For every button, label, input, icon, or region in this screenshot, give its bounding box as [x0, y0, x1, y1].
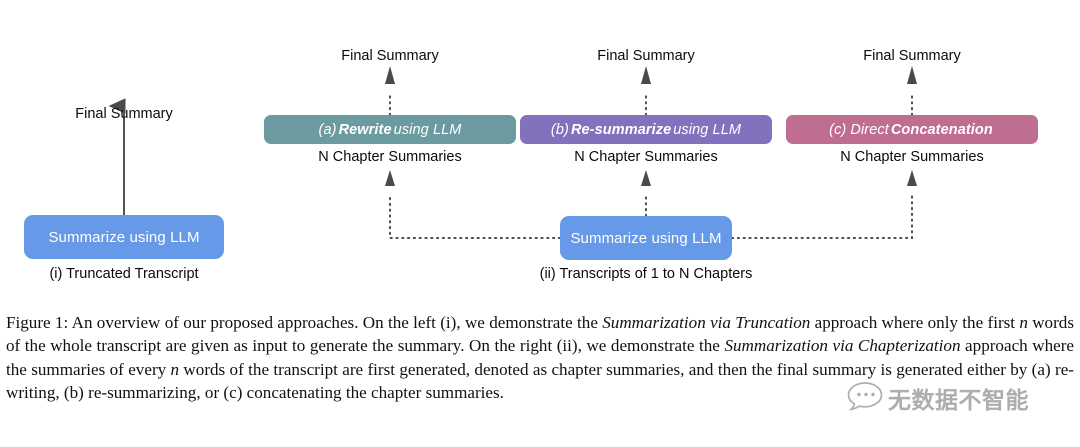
method-emphasis-b: Re-summarize [570, 121, 672, 138]
method-marker-c: (c) [829, 121, 847, 138]
dotted-risers-upper [389, 91, 913, 116]
caption-text-5: words of the transcript are first genera… [6, 359, 1074, 402]
chapter-summaries-label-a: N Chapter Summaries [318, 149, 462, 165]
caption-italic-chapterization: Summarization via Chapterization [724, 336, 961, 356]
arrowheads-upper [385, 66, 917, 84]
chapter-summaries-label-b: N Chapter Summaries [574, 149, 718, 165]
caption-math-n-1: n [1019, 313, 1028, 332]
summarize-box-chapterization[interactable]: Summarize using LLM [560, 216, 732, 260]
figure-caption: Figure 1: An overview of our proposed ap… [6, 311, 1074, 404]
input-label-truncated-transcript: (i) Truncated Transcript [49, 266, 199, 282]
method-box-rewrite[interactable]: (a) Rewrite using LLM [264, 115, 516, 144]
caption-text-1: An overview of our proposed approaches. … [68, 313, 603, 332]
input-label-chapter-transcripts: (ii) Transcripts of 1 to N Chapters [539, 266, 753, 282]
method-prefix-c: Direct [850, 121, 889, 138]
diagram-canvas: Final Summary Summarize using LLM (i) Tr… [24, 48, 1038, 282]
method-marker-b: (b) [550, 121, 569, 138]
caption-text-4: approach where the summaries of every [6, 336, 1075, 379]
method-emphasis-a: Rewrite [338, 121, 392, 138]
caption-text-3: words of the whole transcript are given … [6, 313, 1074, 356]
arrowheads-lower [385, 170, 917, 186]
method-box-resummarize[interactable]: (b) Re-summarize using LLM [520, 115, 772, 144]
final-summary-label-left: Final Summary [75, 106, 173, 122]
method-suffix-b: using LLM [673, 121, 742, 138]
caption-text-2: approach where only the first [810, 313, 1020, 332]
method-emphasis-c: Concatenation [890, 121, 993, 138]
method-box-concatenation[interactable]: (c) Direct Concatenation [786, 115, 1038, 144]
chapter-summaries-label-c: N Chapter Summaries [840, 149, 984, 165]
final-summary-label-a: Final Summary [341, 48, 439, 64]
final-summary-label-b: Final Summary [597, 48, 695, 64]
caption-label: Figure 1: [6, 313, 69, 332]
method-suffix-a: using LLM [393, 121, 462, 138]
final-summary-label-c: Final Summary [863, 48, 961, 64]
caption-math-n-2: n [170, 359, 180, 379]
summarize-box-truncation[interactable]: Summarize using LLM [24, 215, 224, 259]
method-marker-a: (a) [318, 121, 337, 138]
caption-italic-truncation: Summarization via Truncation [602, 313, 811, 332]
